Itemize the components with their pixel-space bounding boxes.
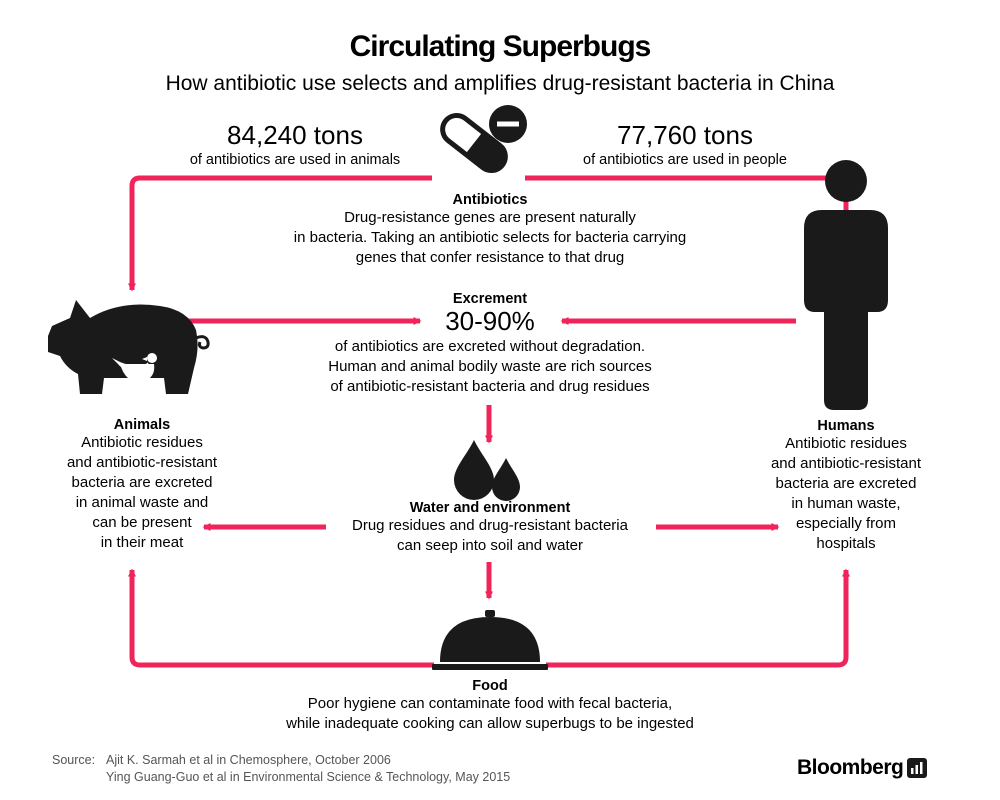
page-subtitle: How antibiotic use selects and amplifies…	[165, 72, 835, 95]
humans-line: bacteria are excreted	[775, 475, 917, 492]
chicken-icon	[112, 353, 157, 388]
excrement-value: 30-90%	[445, 306, 535, 336]
humans-section: Humans Antibiotic residues and antibioti…	[746, 418, 946, 554]
water-line: Drug residues and drug-resistant bacteri…	[352, 517, 628, 534]
pill-icon	[440, 112, 508, 174]
people-usage: 77,760 tons of antibiotics are used in p…	[560, 120, 810, 170]
page-title: Circulating Superbugs	[349, 30, 652, 63]
humans-line: Antibiotic residues	[785, 435, 907, 452]
humans-line: especially from	[795, 515, 897, 532]
antibiotics-heading: Antibiotics	[452, 192, 528, 208]
arrow-antibiotics-to-animals	[128, 175, 432, 292]
people-usage-amount: 77,760 tons	[617, 120, 753, 150]
excrement-section: Excrement 30-90% of antibiotics are excr…	[290, 291, 690, 397]
animals-line: and antibiotic-resistant	[66, 454, 218, 471]
water-line: can seep into soil and water	[397, 537, 583, 554]
animals-section: Animals Antibiotic residues and antibiot…	[42, 417, 242, 553]
excrement-line: of antibiotics are excreted without degr…	[334, 338, 646, 355]
animals-line: in animal waste and	[75, 494, 209, 511]
food-line: while inadequate cooking can allow super…	[286, 715, 694, 732]
bloomberg-logo-icon	[907, 758, 928, 778]
pig-icon	[48, 300, 210, 394]
antibiotics-section: Antibiotics Drug-resistance genes are pr…	[240, 192, 740, 268]
animals-usage-label: of antibiotics are used in animals	[189, 152, 401, 168]
animals-line: can be present	[92, 514, 192, 531]
excrement-line: of antibiotic-resistant bacteria and dru…	[330, 378, 650, 395]
source-note: Source: Ajit K. Sarmah et al in Chemosph…	[52, 752, 510, 786]
source-line: Ying Guang-Guo et al in Environmental Sc…	[106, 770, 511, 784]
food-line: Poor hygiene can contaminate food with f…	[307, 695, 673, 712]
humans-heading: Humans	[817, 418, 875, 434]
humans-line: in human waste,	[791, 495, 901, 512]
cloche-icon	[432, 610, 548, 670]
source-line: Ajit K. Sarmah et al in Chemosphere, Oct…	[106, 753, 391, 767]
animals-line: in their meat	[100, 534, 184, 551]
antibiotics-line: Drug-resistance genes are present natura…	[344, 209, 636, 226]
humans-line: and antibiotic-resistant	[770, 455, 922, 472]
antibiotics-line: genes that confer resistance to that dru…	[355, 249, 625, 266]
people-usage-label: of antibiotics are used in people	[583, 152, 787, 168]
water-heading: Water and environment	[409, 500, 571, 516]
antibiotics-line: in bacteria. Taking an antibiotic select…	[293, 229, 687, 246]
brand-mark: Bloomberg	[797, 756, 928, 780]
droplets-icon	[454, 440, 520, 501]
water-section: Water and environment Drug residues and …	[320, 500, 660, 556]
animals-heading: Animals	[113, 417, 171, 433]
animals-line: Antibiotic residues	[81, 434, 203, 451]
brand-name: Bloomberg	[797, 756, 904, 779]
food-section: Food Poor hygiene can contaminate food w…	[220, 678, 760, 734]
animals-usage: 84,240 tons of antibiotics are used in a…	[170, 120, 420, 170]
humans-line: hospitals	[816, 535, 876, 552]
source-label: Source:	[52, 753, 96, 767]
arrow-food-to-humans	[546, 568, 850, 668]
arrow-food-to-animals	[128, 568, 434, 668]
animals-usage-amount: 84,240 tons	[227, 120, 363, 150]
food-heading: Food	[472, 678, 508, 694]
excrement-heading: Excrement	[452, 291, 528, 307]
person-icon	[804, 160, 888, 410]
excrement-line: Human and animal bodily waste are rich s…	[328, 358, 652, 375]
animals-line: bacteria are excreted	[71, 474, 213, 491]
minus-icon	[489, 105, 527, 143]
